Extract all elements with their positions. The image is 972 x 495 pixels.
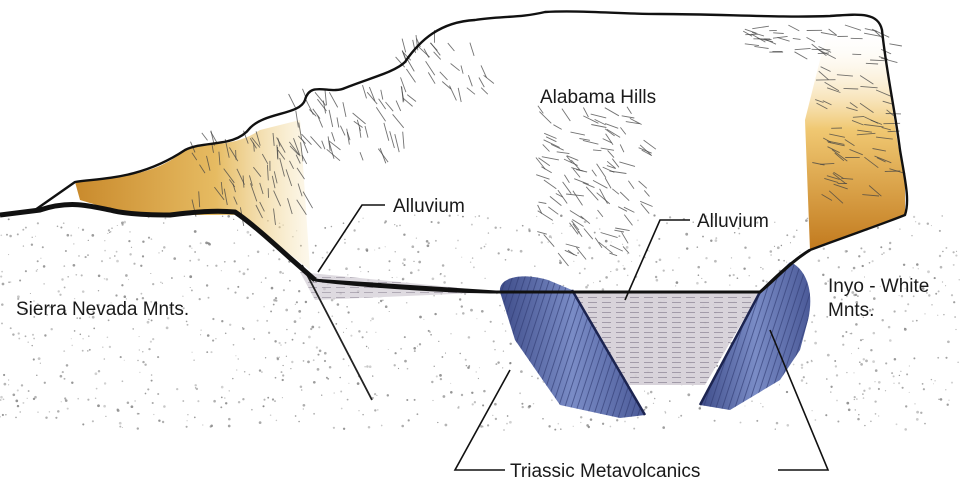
label-alabama-hills: Alabama Hills [540, 87, 656, 108]
label-sierra-nevada: Sierra Nevada Mnts. [16, 299, 189, 320]
label-inyo-white-line1: Inyo - White [828, 276, 929, 297]
label-inyo-white-line2: Mnts. [828, 300, 874, 321]
label-triassic-metavolcanics: Triassic Metavolcanics [510, 461, 700, 482]
label-alluvium-right: Alluvium [697, 211, 769, 232]
inyo-slope-ochre [805, 30, 905, 250]
block-outline [0, 11, 907, 292]
label-alluvium-left: Alluvium [393, 196, 465, 217]
